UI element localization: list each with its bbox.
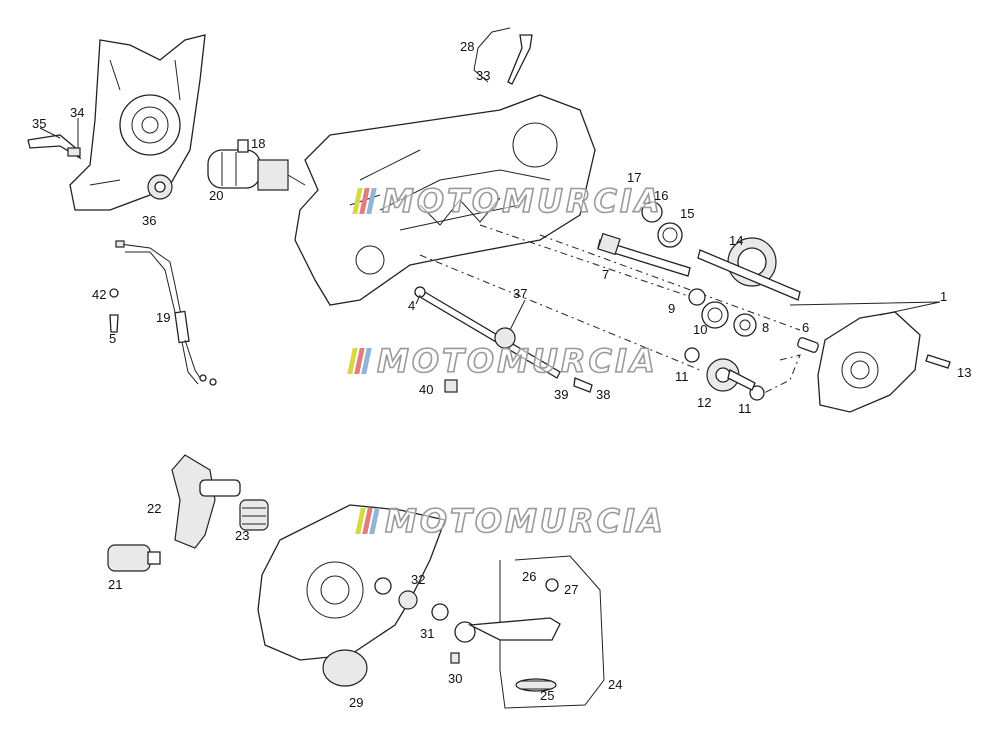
part-label: 9 (668, 301, 676, 316)
part-label: 24 (608, 677, 623, 692)
part-label: 40 (419, 382, 434, 397)
part-label: 20 (209, 188, 224, 203)
part-label: 38 (596, 387, 611, 402)
screw-5-part (109, 288, 119, 333)
part-label: 1 (940, 289, 948, 304)
part-label: 29 (349, 695, 364, 710)
part-label: 30 (448, 671, 463, 686)
dowel-pin-part (797, 337, 819, 353)
gearbox-cover-part (817, 311, 921, 413)
pinion-21-part (107, 544, 161, 572)
part-label: 19 (156, 310, 171, 325)
part-label: 10 (693, 322, 708, 337)
part-label: 33 (476, 68, 491, 83)
part-label: 35 (32, 116, 47, 131)
part-label: 7 (602, 267, 610, 282)
part-label: 25 (540, 688, 555, 703)
part-label: 37 (513, 286, 528, 301)
part-label: 4 (408, 298, 416, 313)
part-label: 11 (675, 369, 689, 384)
kick-bushings-part (374, 577, 460, 664)
leader-lines (39, 118, 941, 331)
part-label: 42 (92, 287, 107, 302)
main-gear-part (697, 237, 801, 301)
part-label: 15 (680, 206, 695, 221)
small-parts-38-39-40 (444, 377, 593, 393)
kick-lever-assembly-part (454, 555, 605, 709)
idler-gear-part (706, 358, 756, 392)
crankcase-part (294, 94, 596, 306)
cover-cap-29-part (322, 649, 368, 687)
bearings-parts (641, 201, 765, 401)
part-label: 34 (70, 105, 85, 120)
ignition-cover-part (69, 34, 206, 211)
part-label: 14 (729, 233, 744, 248)
part-label: 6 (802, 320, 810, 335)
part-label: 32 (411, 572, 426, 587)
dipstick-part (473, 27, 533, 85)
dashed-guide-lines (419, 224, 801, 396)
part-label: 5 (109, 331, 117, 346)
part-label: 17 (627, 170, 642, 185)
drive-shaft-part (597, 232, 691, 277)
part-label: 18 (251, 136, 266, 151)
part-label: 26 (522, 569, 537, 584)
part-label: 36 (142, 213, 157, 228)
part-label: 39 (554, 387, 569, 402)
part-label: 13 (957, 365, 972, 380)
part-label: 16 (654, 188, 669, 203)
hose-part (27, 134, 82, 160)
bolt-13-part (925, 354, 951, 369)
part-label: 27 (564, 582, 579, 597)
part-label: 12 (697, 395, 712, 410)
transmission-cover-part (257, 504, 446, 661)
part-label: 11 (738, 401, 752, 416)
wiring-harness-part (115, 240, 217, 386)
part-label: 31 (420, 626, 435, 641)
part-label: 23 (235, 528, 250, 543)
starter-motor-part (207, 139, 306, 191)
part-label: 21 (108, 577, 123, 592)
kick-spring-part (239, 499, 269, 531)
part-label: 28 (460, 39, 475, 54)
starter-pinion-part (147, 174, 173, 200)
part-label: 22 (147, 501, 162, 516)
part-label: 8 (762, 320, 770, 335)
kick-sector-gear-part (171, 454, 241, 549)
long-shaft-37-part (414, 286, 561, 379)
